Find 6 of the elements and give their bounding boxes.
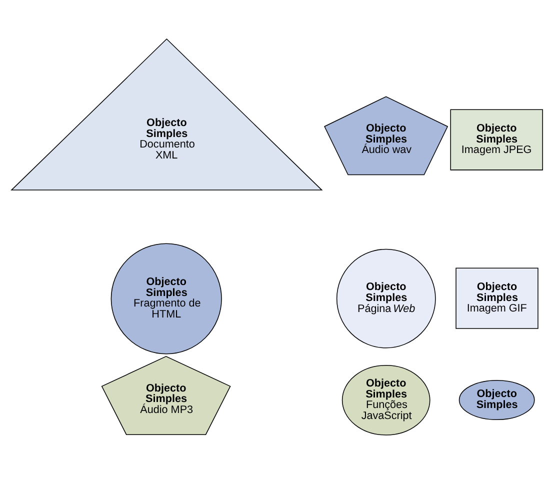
node-ellipse: Objecto Simples — [458, 380, 535, 420]
node-box: Objecto Simples Imagem GIF — [456, 268, 538, 329]
node-circle: Objecto Simples Fragmento de HTML — [110, 243, 222, 354]
node-box: Objecto Simples Imagem JPEG — [450, 109, 543, 170]
node-ellipse: Objecto Simples Funções JavaScript — [342, 365, 430, 436]
node-circle: Objecto Simples Página Web — [336, 248, 436, 348]
